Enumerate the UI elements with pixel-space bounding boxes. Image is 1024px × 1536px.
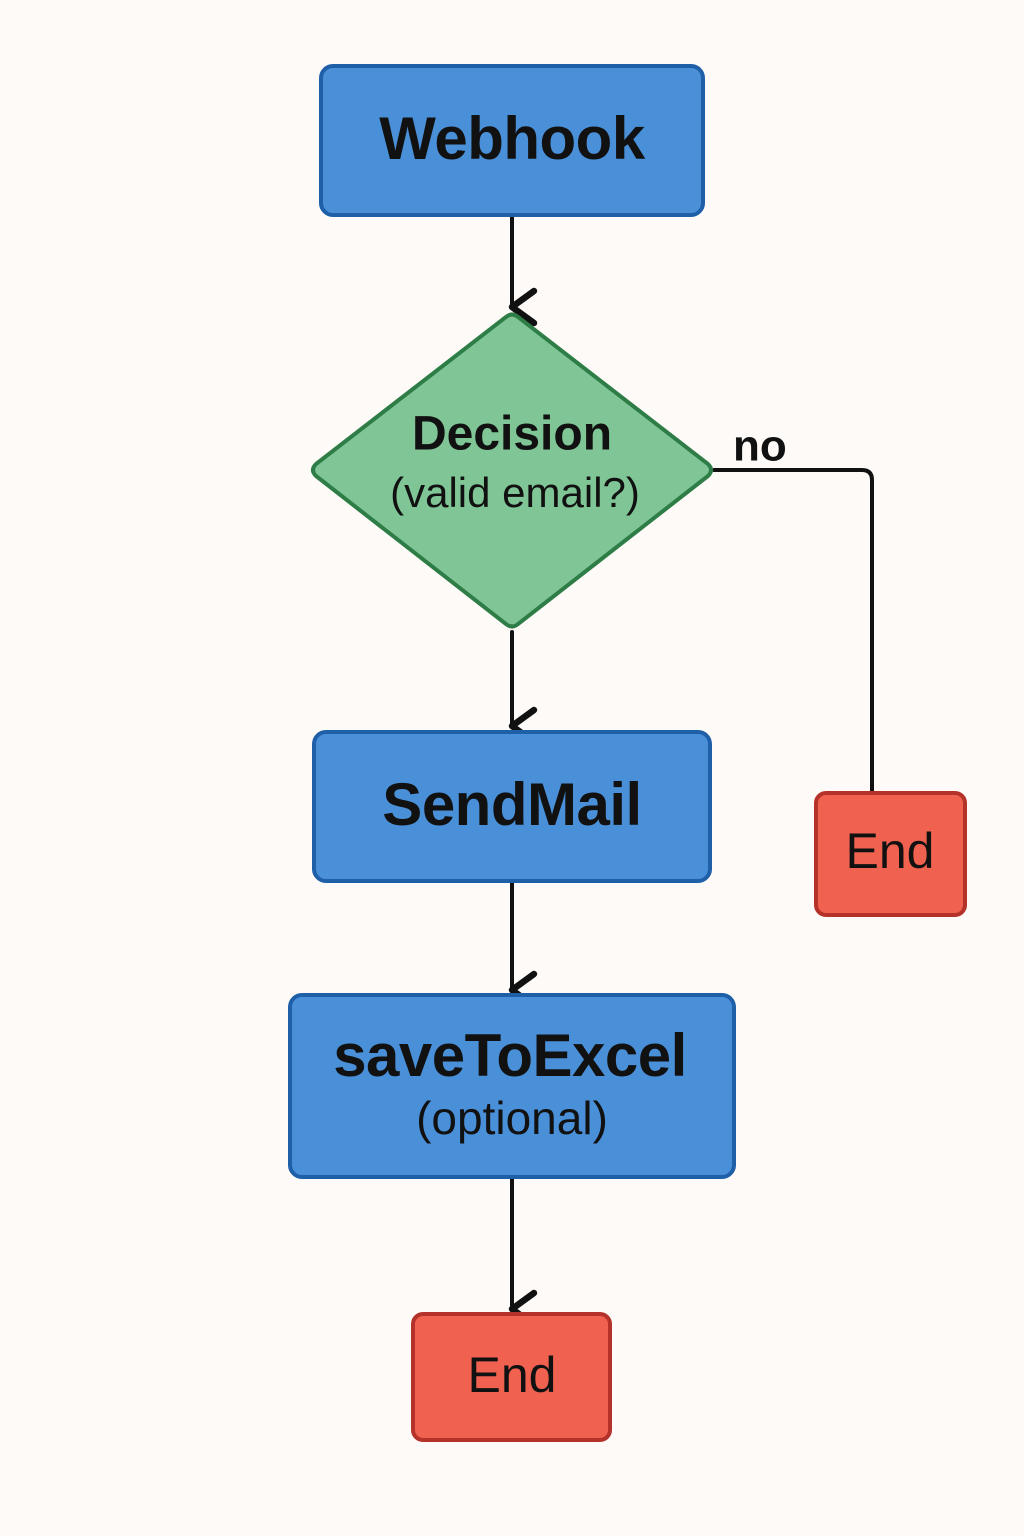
webhook-node: Webhook [319, 64, 705, 217]
savetoexcel-label: saveToExcel [333, 1022, 687, 1089]
savetoexcel-sublabel: (optional) [416, 1092, 608, 1144]
webhook-label: Webhook [379, 105, 646, 172]
end-box-no-branch [814, 791, 967, 917]
sendmail-box [312, 730, 712, 883]
end-label-main: End [468, 1347, 557, 1403]
decision-diamond [311, 312, 713, 629]
savetoexcel-node: saveToExcel (optional) [288, 993, 736, 1179]
webhook-box [319, 64, 705, 217]
edge-label-no: no [733, 422, 787, 471]
end-node-main: End [411, 1312, 612, 1442]
decision-node: Decision (valid email?) [311, 312, 713, 629]
end-label-no-branch: End [846, 823, 935, 879]
sendmail-node: SendMail [312, 730, 712, 883]
sendmail-label: SendMail [382, 771, 641, 838]
connector-decision-no-to-end [712, 468, 874, 795]
savetoexcel-box [288, 993, 736, 1179]
decision-label: Decision [412, 408, 612, 461]
end-box-main [411, 1312, 612, 1442]
end-node-no-branch: End [814, 791, 967, 917]
decision-sublabel: (valid email?) [390, 469, 640, 516]
